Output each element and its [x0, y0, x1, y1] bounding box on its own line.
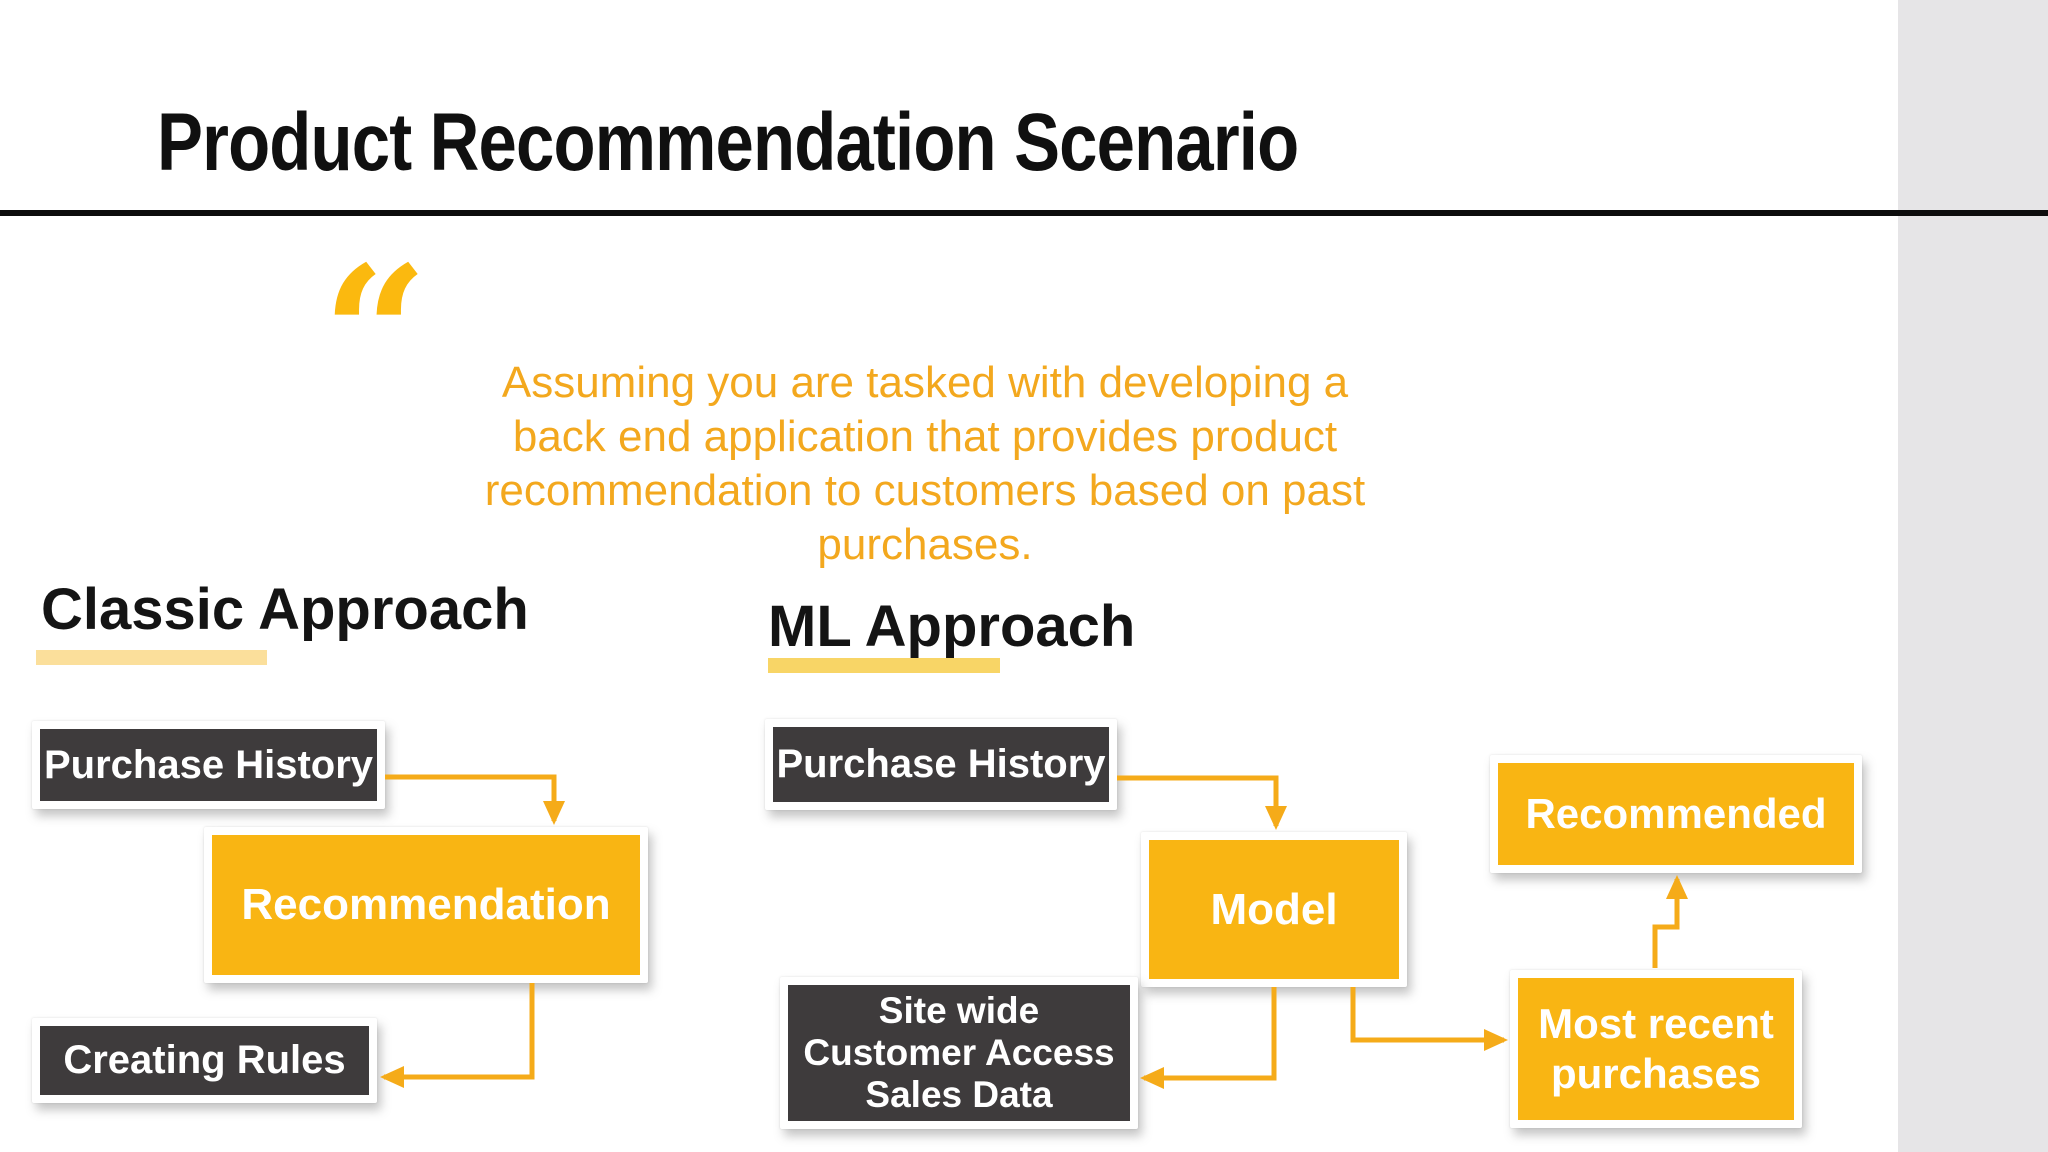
quote-line-3: recommendation to customers based on pas…: [484, 466, 1366, 515]
classic-creating-rules-box: Creating Rules: [32, 1018, 377, 1103]
ml-site-wide-line-3: Sales Data: [865, 1074, 1053, 1115]
ml-site-wide-line-1: Site wide: [878, 990, 1040, 1031]
ml-purchase-history-box: Purchase History: [765, 719, 1117, 810]
classic-purchase-history-label: Purchase History: [43, 742, 374, 787]
arrow-classic-recommendation-to-creating-rules: [380, 983, 535, 1088]
ml-model-box: Model: [1141, 832, 1407, 987]
ml-most-recent-line-2: purchases: [1550, 1050, 1762, 1097]
ml-recommended-label: Recommended: [1525, 790, 1827, 837]
arrow-ml-model-to-site-wide: [1140, 987, 1277, 1089]
classic-recommendation-label: Recommendation: [241, 880, 611, 929]
quote-line-4: purchases.: [817, 520, 1033, 569]
ml-approach-heading: ML Approach: [768, 594, 1136, 659]
ml-site-wide-line-2: Customer Access: [803, 1032, 1115, 1073]
quote-mark-icon: “: [322, 225, 429, 443]
quote-text: Assuming you are tasked with developing …: [370, 356, 1480, 572]
classic-approach-underline: [36, 650, 267, 665]
quote-line-1: Assuming you are tasked with developing …: [501, 358, 1349, 407]
ml-model-label: Model: [1210, 884, 1338, 934]
right-gutter-panel: [1898, 0, 2048, 1152]
ml-purchase-history-label: Purchase History: [776, 742, 1106, 786]
ml-most-recent-purchases-box: Most recent purchases: [1510, 970, 1802, 1128]
quote-line-2: back end application that provides produ…: [512, 412, 1338, 461]
classic-creating-rules-label: Creating Rules: [63, 1038, 346, 1082]
arrow-classic-purchase-to-recommendation: [385, 774, 565, 825]
ml-site-wide-data-box: Site wide Customer Access Sales Data: [780, 977, 1138, 1129]
classic-approach-heading: Classic Approach: [41, 577, 529, 642]
arrow-ml-model-to-most-recent: [1350, 987, 1508, 1051]
classic-purchase-history-box: Purchase History: [32, 721, 385, 809]
ml-approach-underline: [768, 658, 1000, 673]
slide-title: Product Recommendation Scenario: [157, 97, 1299, 188]
title-divider-line: [0, 210, 2048, 216]
classic-recommendation-box: Recommendation: [204, 827, 648, 983]
ml-most-recent-line-1: Most recent: [1538, 1000, 1774, 1047]
arrow-ml-purchase-to-model: [1117, 775, 1287, 830]
ml-recommended-box: Recommended: [1490, 755, 1862, 873]
arrow-ml-most-recent-to-recommended: [1652, 875, 1688, 968]
